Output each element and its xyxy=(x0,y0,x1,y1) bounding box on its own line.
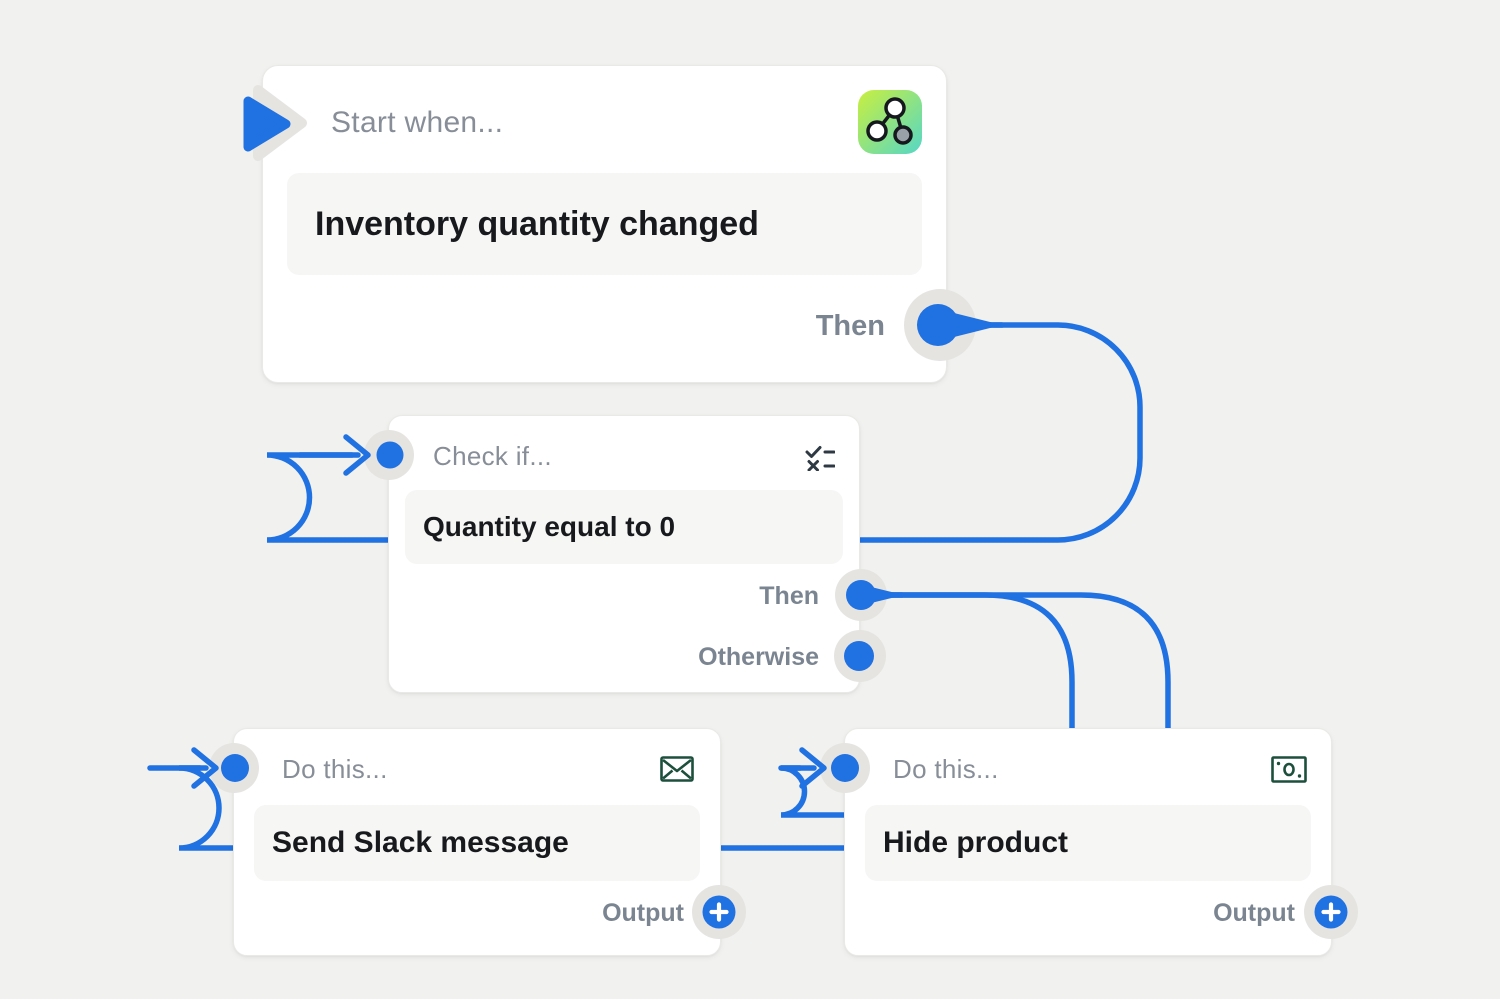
hide-product-output-label: Output xyxy=(1213,899,1295,927)
envelope-icon xyxy=(660,755,694,783)
trigger-card-title: Start when... xyxy=(331,106,504,139)
trigger-value-box[interactable]: Inventory quantity changed xyxy=(287,173,922,275)
condition-input-arrowhead xyxy=(343,434,371,476)
condition-then-taper xyxy=(863,585,904,605)
condition-card[interactable]: Check if... Quantity equal to 0 Then Oth… xyxy=(388,415,860,693)
condition-then-label: Then xyxy=(759,582,819,610)
condition-card-title: Check if... xyxy=(433,441,552,471)
checklist-icon xyxy=(805,445,836,472)
send-slack-output-label: Output xyxy=(602,899,684,927)
workflow-branch-icon xyxy=(858,90,922,154)
hide-product-value-box[interactable]: Hide product xyxy=(865,805,1311,881)
send-slack-value-text: Send Slack message xyxy=(272,826,569,859)
hide-product-card-title: Do this... xyxy=(893,754,999,784)
trigger-then-label: Then xyxy=(815,310,885,342)
trigger-card[interactable]: Start when... Inventory xyxy=(262,65,947,383)
trigger-then-taper xyxy=(942,310,1002,340)
condition-value-box[interactable]: Quantity equal to 0 xyxy=(405,490,843,564)
hide-product-value-text: Hide product xyxy=(883,826,1068,859)
send-slack-card-title: Do this... xyxy=(282,754,388,784)
cash-icon xyxy=(1271,756,1307,783)
hide-product-action-card[interactable]: Do this... Hide product Output xyxy=(844,728,1332,956)
send-slack-value-box[interactable]: Send Slack message xyxy=(254,805,700,881)
send-slack-input-arrowhead xyxy=(191,747,219,789)
send-slack-action-card[interactable]: Do this... Send Slack message Output xyxy=(233,728,721,956)
condition-value-text: Quantity equal to 0 xyxy=(423,511,676,542)
condition-otherwise-label: Otherwise xyxy=(698,643,819,671)
trigger-value-text: Inventory quantity changed xyxy=(315,204,759,243)
hide-product-input-arrowhead xyxy=(799,747,827,789)
